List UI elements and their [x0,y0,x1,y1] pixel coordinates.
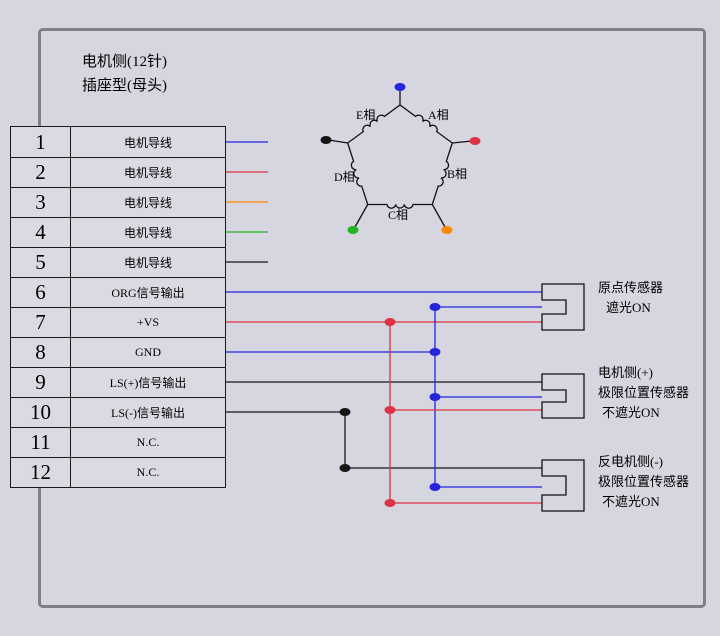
pin-label: N.C. [136,435,160,449]
junction-dot [429,393,441,401]
pin-label: ORG信号输出 [111,286,185,300]
pin-table: 1 电机导线 2 电机导线 3 电机导线 4 电机导线 5 电机导线 6 ORG信号输出 7… [10,126,226,488]
phase-label-B: B相 [447,167,468,181]
pin-label: LS(+)信号输出 [109,376,187,390]
motor-terminal-lead [354,204,369,228]
pin-number: 10 [11,398,71,427]
motor-terminal-dot [469,137,481,145]
junction-dot [384,406,396,414]
pin-label: 电机导线 [123,256,172,270]
header-line-1: 电机侧(12针) [82,54,167,70]
junction-dot [384,318,396,326]
table-row: 10 LS(-)信号输出 [11,397,225,427]
pin-label: LS(-)信号输出 [111,406,185,420]
pin-label: N.C. [136,465,160,479]
table-row: 7 +VS [11,307,225,337]
pin-number: 11 [11,428,71,457]
wire-pin10-ls-minus [226,411,542,469]
origin-sensor-label: 原点传感器 [598,280,664,295]
origin-sensor-symbol [541,283,585,331]
limit-minus-sensor-label-1: 反电机侧(-) [598,454,663,469]
phase-coil-D [347,142,369,205]
pin-label: 电机导线 [123,196,172,210]
motor-terminal-dot [441,226,453,234]
motor-terminal-dot [347,226,359,234]
phase-coil-B [431,142,453,205]
limit-minus-sensor-label-2: 极限位置传感器 [598,474,690,489]
limit-minus-sensor-symbol [541,459,585,512]
phase-label-D: D相 [334,170,355,184]
pin-number: 2 [11,158,71,187]
header-line-2: 插座型(母头) [82,78,167,94]
table-row: 3 电机导线 [11,187,225,217]
phase-coil-E [347,104,401,144]
phase-label-C: C相 [388,208,409,222]
limit-plus-sensor-symbol [541,373,585,419]
limit-plus-sensor-mode: 不遮光ON [602,405,660,420]
motor-terminal-dot [394,83,406,91]
table-row: 5 电机导线 [11,247,225,277]
junction-dot [384,499,396,507]
pin-label: 电机导线 [123,166,172,180]
phase-label-E: E相 [356,108,376,122]
pin-label: 电机导线 [123,135,172,150]
pin-number: 1 [11,127,71,157]
pin-number: 3 [11,188,71,217]
limit-plus-sensor-label-1: 电机侧(+) [598,365,653,380]
table-row: 2 电机导线 [11,157,225,187]
pin-label: GND [135,345,161,359]
table-row: 9 LS(+)信号输出 [11,367,225,397]
phase-coil-C [367,203,433,209]
pin-number: 5 [11,248,71,277]
table-row: 11 N.C. [11,427,225,457]
motor-terminal-dot [320,136,332,144]
limit-plus-sensor-label-2: 极限位置传感器 [598,385,690,400]
motor-terminal-lead [431,204,446,228]
junction-dot [429,348,441,356]
phase-label-A: A相 [428,108,449,122]
origin-sensor-mode: 遮光ON [606,300,651,315]
table-row: 1 电机导线 [11,127,225,157]
table-row: 6 ORG信号输出 [11,277,225,307]
junction-dot [429,483,441,491]
table-row: 12 N.C. [11,457,225,487]
table-row: 4 电机导线 [11,217,225,247]
pin-label: +VS [136,315,160,329]
junction-dot [339,464,351,472]
pin-number: 8 [11,338,71,367]
table-row: 8 GND [11,337,225,367]
pin-number: 12 [11,458,71,487]
junction-dot [429,303,441,311]
motor-terminal-lead [328,139,348,144]
pin-label: 电机导线 [123,226,172,240]
junction-dot [339,408,351,416]
limit-minus-sensor-mode: 不遮光ON [602,494,660,509]
motor-terminal-lead [452,140,473,144]
phase-coil-A [399,104,453,144]
pin-number: 6 [11,278,71,307]
pin-number: 9 [11,368,71,397]
pin-number: 7 [11,308,71,337]
pin-number: 4 [11,218,71,247]
